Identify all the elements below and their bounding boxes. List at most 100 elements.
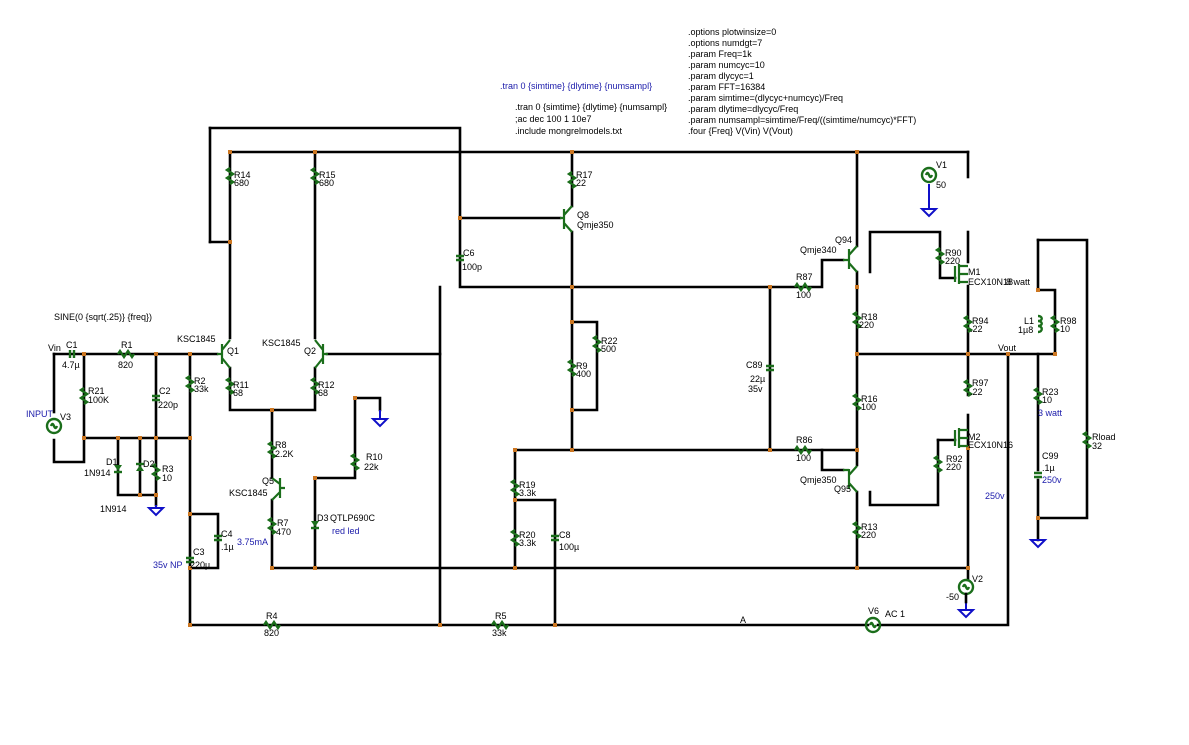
capacitor-C2[interactable] [152, 394, 160, 402]
param-line: .options plotwinsize=0 [688, 27, 776, 37]
component-label: C3 [193, 547, 205, 557]
component-label: R90 [945, 248, 962, 258]
component-label: R1 [121, 340, 133, 350]
resistor-R22[interactable] [591, 335, 603, 353]
transistor-Q2[interactable] [314, 339, 328, 369]
component-label: 400 [576, 369, 591, 379]
resistor-R20[interactable] [509, 529, 521, 547]
led-D3[interactable] [311, 521, 319, 530]
component-label: Q94 [835, 235, 852, 245]
wires [52, 126, 1089, 627]
resistor-R19[interactable] [509, 479, 521, 497]
source-V1[interactable] [920, 166, 938, 184]
component-label: KSC1845 [177, 334, 216, 344]
capacitor-C4[interactable] [214, 534, 222, 542]
capacitor-C89[interactable] [766, 364, 774, 372]
resistor-R15[interactable] [309, 167, 321, 185]
resistor-R12[interactable] [309, 377, 321, 395]
component-label: R12 [318, 380, 335, 390]
component-label: 22 [576, 178, 586, 188]
component-label: red led [332, 526, 360, 536]
resistor-R13[interactable] [851, 521, 863, 539]
resistor-R17[interactable] [566, 171, 578, 189]
resistor-R98[interactable] [1049, 315, 1061, 333]
resistor-R16[interactable] [851, 393, 863, 411]
component-label: R5 [495, 611, 507, 621]
resistor-R87[interactable] [794, 281, 812, 293]
diode-D1[interactable] [114, 465, 122, 474]
component-label: D1 [106, 457, 118, 467]
component-label: R11 [233, 380, 249, 390]
resistor-R86[interactable] [794, 444, 812, 456]
component-label: C8 [559, 530, 571, 540]
component-label: V2 [972, 574, 983, 584]
capacitor-C8[interactable] [551, 534, 559, 542]
component-label: C2 [159, 386, 171, 396]
transistor-Q94[interactable] [843, 245, 858, 273]
component-label: L1 [1024, 316, 1034, 326]
component-label: R94 [972, 316, 989, 326]
capacitor-C1[interactable] [68, 350, 76, 358]
resistor-R21[interactable] [78, 387, 90, 405]
capacitors [68, 254, 1042, 564]
param-line: .param Freq=1k [688, 49, 752, 59]
resistor-R11[interactable] [224, 377, 236, 395]
mosfet-M2[interactable] [953, 428, 968, 448]
resistor-R7[interactable] [266, 517, 278, 535]
component-label: 22µ [750, 374, 765, 384]
capacitor-C6[interactable] [456, 254, 464, 262]
resistor-R2[interactable] [184, 375, 196, 393]
component-label: Q5 [262, 476, 274, 486]
resistor-R10[interactable] [349, 453, 361, 471]
ground-icon [146, 505, 166, 517]
resistor-R14[interactable] [224, 167, 236, 185]
component-label: Vout [998, 343, 1017, 353]
resistor-R18[interactable] [851, 311, 863, 329]
component-label: 220µ [190, 560, 210, 570]
transistor-Q95[interactable] [843, 465, 858, 493]
component-label: 680 [319, 178, 334, 188]
param-line: .param simtime=(dlycyc+numcyc)/Freq [688, 93, 843, 103]
component-label: R18 [861, 312, 878, 322]
component-label: M1 [968, 267, 981, 277]
resistor-R97[interactable] [962, 379, 974, 397]
component-label: 250v [985, 491, 1005, 501]
component-label: ECX10N18 [968, 277, 1013, 287]
component-label: 3.75mA [237, 537, 268, 547]
component-label: R2 [194, 376, 206, 386]
capacitor-C99[interactable] [1034, 471, 1042, 479]
resistor-R92[interactable] [932, 455, 944, 473]
resistor-R3[interactable] [150, 463, 162, 481]
source-V3[interactable] [45, 417, 63, 435]
transistor-Q5[interactable] [271, 477, 285, 501]
component-label: 220 [946, 462, 961, 472]
component-label: 1µ8 [1018, 325, 1033, 335]
component-label: -50 [946, 592, 959, 602]
ground-icon [919, 184, 939, 218]
inductor-L1[interactable] [1037, 314, 1043, 334]
resistor-R94[interactable] [962, 315, 974, 333]
transistor-Q8[interactable] [560, 205, 573, 233]
resistor-R5[interactable] [491, 619, 509, 631]
param-line: .param numcyc=10 [688, 60, 765, 70]
source-V6[interactable] [864, 616, 882, 634]
resistor-Rload[interactable] [1081, 431, 1093, 449]
directive-block: .tran 0 {simtime} {dlytime} {numsampl} ;… [515, 102, 667, 136]
resistor-R1[interactable] [117, 348, 135, 360]
resistor-R8[interactable] [266, 441, 278, 459]
component-label: Q8 [577, 210, 589, 220]
resistor-R23[interactable] [1032, 387, 1044, 405]
ground-icon [370, 410, 390, 428]
transistor-Q1[interactable] [217, 339, 231, 369]
component-label: R87 [796, 272, 813, 282]
component-label: V1 [936, 160, 947, 170]
resistor-R9[interactable] [566, 359, 578, 377]
resistor-R90[interactable] [934, 247, 946, 265]
source-V2[interactable] [957, 578, 975, 596]
resistor-R4[interactable] [263, 619, 281, 631]
component-label: AC 1 [885, 609, 905, 619]
capacitor-C3[interactable] [186, 556, 194, 564]
component-label: R19 [519, 480, 536, 490]
mosfet-M1[interactable] [953, 264, 968, 284]
diode-D2[interactable] [136, 462, 144, 471]
